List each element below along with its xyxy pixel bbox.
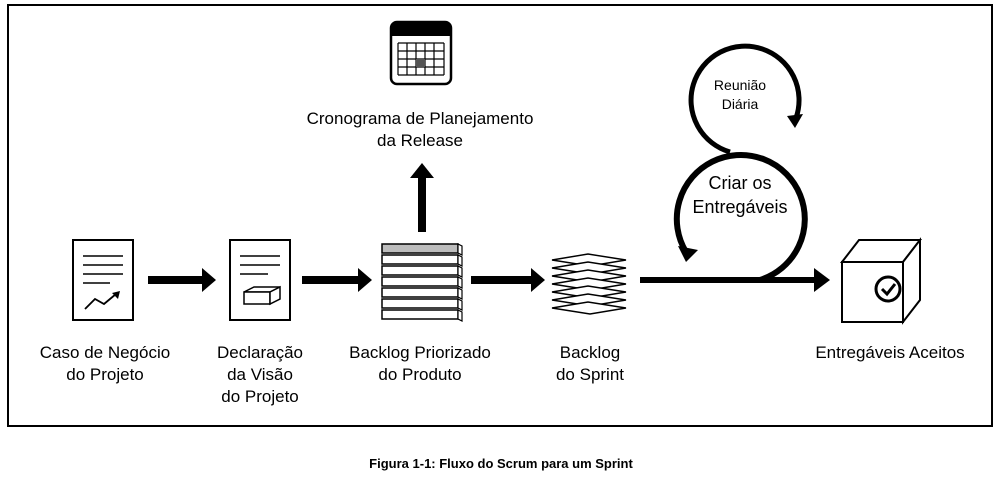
- diagram-frame: [7, 4, 993, 427]
- arrow-business-to-vision: [148, 268, 216, 292]
- arrow-vision-to-backlog: [302, 268, 372, 292]
- backlog-item-side: [457, 276, 463, 289]
- backlog-item-bar: [381, 254, 459, 265]
- backlog-item-bar: [381, 243, 459, 254]
- calendar-icon: [389, 20, 453, 86]
- backlog-item-side: [457, 254, 463, 267]
- backlog-item-side: [457, 287, 463, 300]
- sprint-backlog-sheets-icon: [551, 253, 627, 315]
- arrow-backlog-to-sprint: [471, 268, 545, 292]
- business-case-document-icon: [72, 239, 134, 321]
- backlog-item-bar: [381, 265, 459, 276]
- accepted-deliverables-box-icon: [839, 237, 923, 325]
- arrow-backlog-to-release: [410, 163, 434, 232]
- backlog-item-side: [457, 298, 463, 311]
- sprint-backlog-sheet: [551, 301, 627, 315]
- backlog-item-bar: [381, 309, 459, 320]
- backlog-item-side: [457, 309, 463, 322]
- backlog-item-side: [457, 265, 463, 278]
- backlog-item-side: [457, 243, 463, 256]
- vision-statement-document-icon: [229, 239, 291, 321]
- backlog-item-bar: [381, 298, 459, 309]
- prioritized-backlog-stack-icon: [381, 243, 463, 322]
- backlog-item-bar: [381, 287, 459, 298]
- figure-caption: Figura 1-1: Fluxo do Scrum para um Sprin…: [369, 456, 633, 471]
- sprint-loop-flow: [640, 43, 830, 292]
- backlog-item-bar: [381, 276, 459, 287]
- label-accepted-deliverables: Entregáveis Aceitos: [815, 343, 965, 362]
